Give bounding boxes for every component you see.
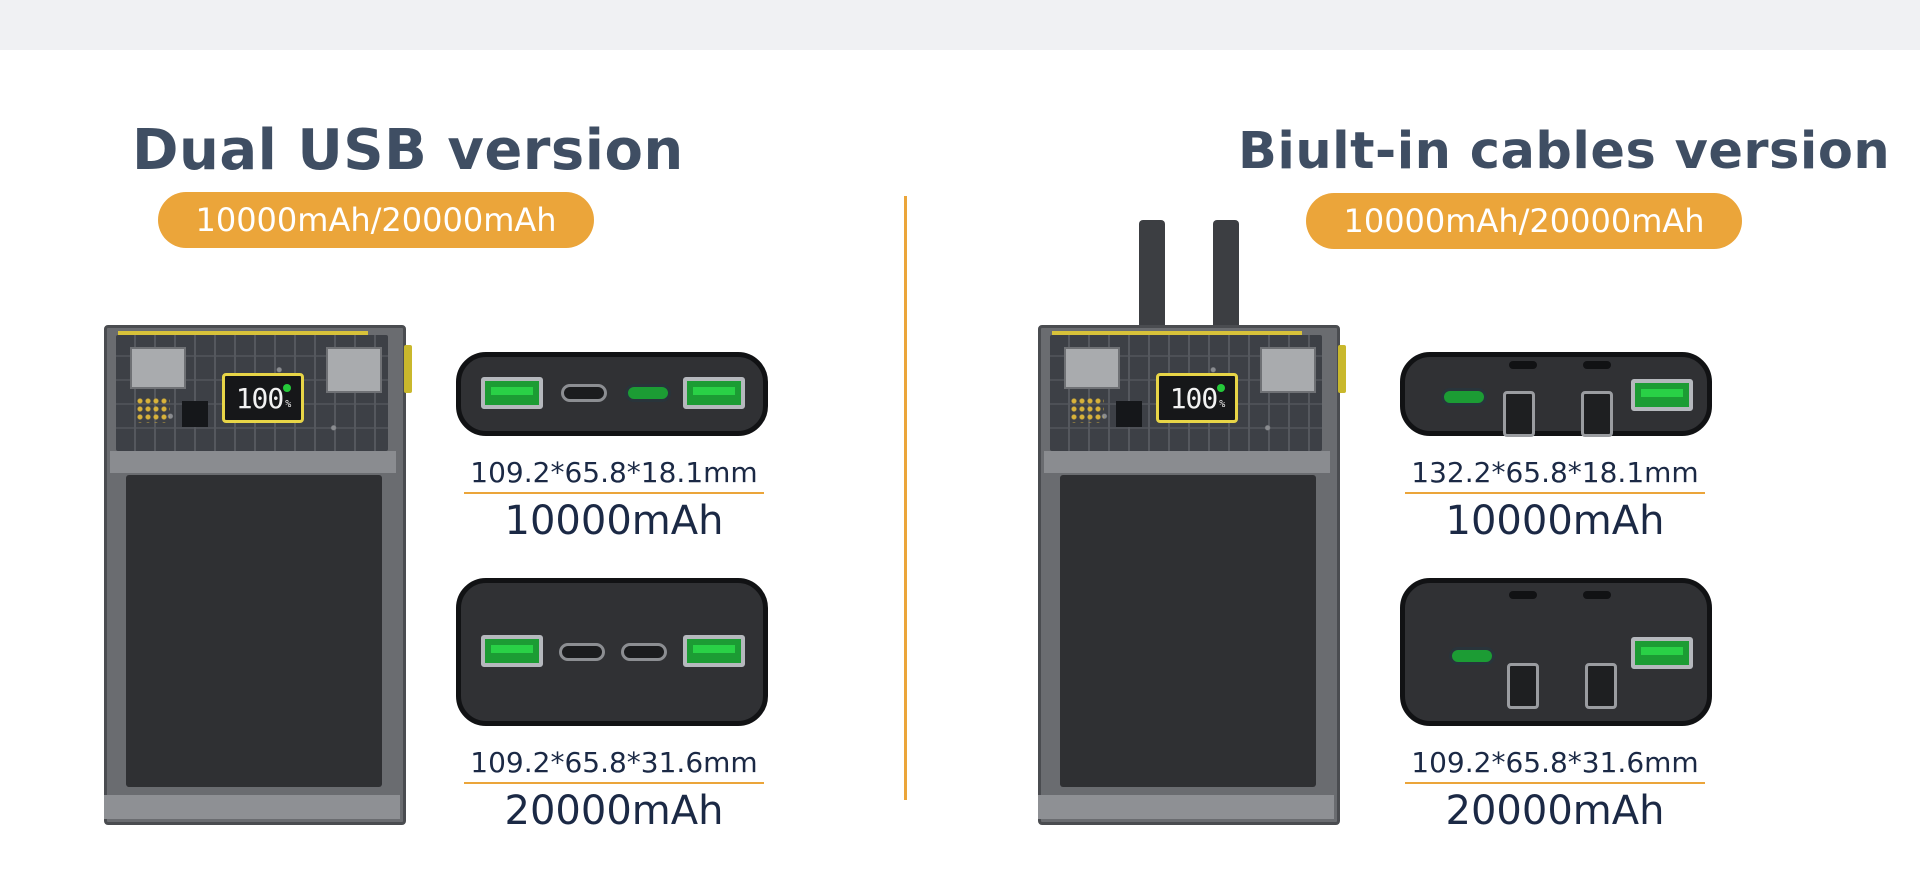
cable-slot-icon [1509, 591, 1537, 599]
left-device-image: 100 % [104, 325, 412, 825]
right-10000-port-view [1400, 352, 1712, 437]
battery-display: 100 % [1156, 373, 1238, 423]
pcb-component [130, 347, 186, 389]
left-10000-port-view [456, 352, 768, 436]
device-panel [1060, 475, 1316, 787]
device-trim [118, 331, 368, 335]
device-trim [1052, 331, 1302, 335]
usb-a-port-icon [1631, 379, 1693, 411]
battery-display-value: 100 [1169, 381, 1219, 415]
micro-usb-port-icon [621, 643, 667, 661]
micro-usb-port-icon [625, 384, 671, 402]
device-circuit-board: 100 % [116, 335, 388, 451]
usb-c-port-icon [1449, 647, 1495, 665]
cable-clip-icon [1585, 663, 1617, 709]
pcb-chip [1116, 401, 1142, 427]
dimension-underline [464, 782, 764, 784]
left-20000-port-view [456, 578, 768, 726]
pcb-component [1260, 347, 1316, 393]
pcb-pads [1070, 397, 1104, 423]
usb-c-port-icon [559, 643, 605, 661]
battery-display-unit: % [1219, 398, 1225, 410]
right-model-2-dimensions: 109.2*65.8*31.6mm [1411, 746, 1699, 779]
pcb-chip [182, 401, 208, 427]
pcb-pads [136, 397, 170, 423]
cable-clip-icon [1507, 663, 1539, 709]
right-title: Biult-in cables version [1238, 122, 1891, 181]
battery-display-value: 100 [235, 381, 285, 415]
dimension-underline [464, 492, 764, 494]
dimension-underline [1405, 492, 1705, 494]
usb-c-port-icon [561, 384, 607, 402]
pcb-component [1064, 347, 1120, 389]
usb-a-port-icon [481, 635, 543, 667]
device-panel [126, 475, 382, 787]
left-model-2-capacity: 20000mAh [504, 788, 724, 834]
left-title: Dual USB version [132, 118, 684, 183]
usb-a-port-icon [683, 377, 745, 409]
pcb-component [326, 347, 382, 393]
usb-c-port-icon [1441, 388, 1487, 406]
cable-clip-icon [1581, 391, 1613, 437]
right-device-image: 100 % [1038, 325, 1346, 825]
left-model-2-dimensions: 109.2*65.8*31.6mm [470, 746, 758, 779]
charging-indicator-icon [1217, 384, 1225, 392]
left-capacity-badge: 10000mAh/20000mAh [158, 192, 594, 248]
battery-display: 100 % [222, 373, 304, 423]
built-in-cable-icon [1139, 220, 1165, 330]
built-in-cable-icon [1213, 220, 1239, 330]
battery-display-unit: % [285, 398, 291, 410]
right-model-1-capacity: 10000mAh [1445, 498, 1665, 544]
right-model-1-dimensions: 132.2*65.8*18.1mm [1411, 456, 1699, 489]
device-band [1044, 451, 1330, 473]
left-model-1-capacity: 10000mAh [504, 498, 724, 544]
left-model-1-dimensions: 109.2*65.8*18.1mm [470, 456, 758, 489]
cable-slot-icon [1583, 591, 1611, 599]
device-side-button [404, 345, 412, 393]
section-divider [904, 196, 907, 800]
device-base [104, 795, 400, 819]
cable-slot-icon [1509, 361, 1537, 369]
device-circuit-board: 100 % [1050, 335, 1322, 451]
right-model-2-capacity: 20000mAh [1445, 788, 1665, 834]
cable-clip-icon [1503, 391, 1535, 437]
right-capacity-badge: 10000mAh/20000mAh [1306, 193, 1742, 249]
device-side-button [1338, 345, 1346, 393]
top-bar [0, 0, 1920, 50]
usb-a-port-icon [683, 635, 745, 667]
usb-a-port-icon [1631, 637, 1693, 669]
charging-indicator-icon [283, 384, 291, 392]
device-band [110, 451, 396, 473]
usb-a-port-icon [481, 377, 543, 409]
cable-slot-icon [1583, 361, 1611, 369]
dimension-underline [1405, 782, 1705, 784]
right-20000-port-view [1400, 578, 1712, 726]
device-base [1038, 795, 1334, 819]
